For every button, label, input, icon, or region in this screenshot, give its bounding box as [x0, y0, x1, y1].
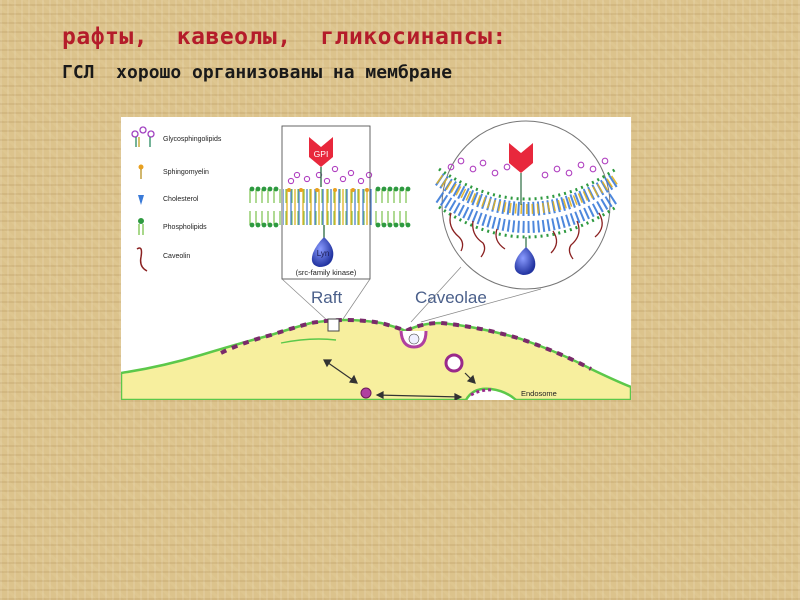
legend-label-sphingomyelin: Sphingomyelin: [163, 169, 209, 176]
caveolae-label: Caveolae: [415, 288, 487, 307]
raft-callout-box: [281, 125, 371, 280]
raft-label: Raft: [311, 288, 342, 307]
cholesterol-icon: [138, 195, 144, 205]
phospholipid-icon: [138, 218, 144, 235]
slide-title: рафты, кавеолы, гликосинапсы:: [62, 24, 507, 50]
legend-label-cholesterol: Cholesterol: [163, 196, 199, 203]
caveolae-membrane-zoom: [410, 120, 620, 323]
lyn-kinase-shape: [311, 237, 334, 267]
caveolae-lyn-shape: [514, 247, 536, 275]
legend-label-phospholipids: Phospholipids: [163, 224, 207, 231]
lipid-raft-diagram: Glycosphingolipids Sphingomyelin Cholest…: [121, 120, 631, 400]
cell-fill: [121, 318, 631, 400]
legend: Glycosphingolipids Sphingomyelin Cholest…: [131, 126, 222, 272]
slide-subtitle: ГСЛ хорошо организованы на мембране: [62, 62, 453, 83]
kinase-label: (src-family kinase): [296, 268, 357, 277]
membrane-raft-marks: [220, 318, 592, 371]
glycosphingolipid-icon: [131, 126, 155, 147]
lipid-raft-figure: Glycosphingolipids Sphingomyelin Cholest…: [121, 117, 631, 400]
legend-label-caveolin: Caveolin: [163, 253, 190, 260]
gpi-protein-shape: [309, 137, 333, 167]
raft-marker: [327, 318, 340, 332]
sphingomyelin-icon: [138, 164, 144, 179]
endosome-label: Endosome: [521, 389, 557, 398]
caveolar-vesicle: [444, 353, 464, 373]
gpi-label: GPI: [314, 149, 329, 159]
cell-body: [121, 318, 631, 400]
raft-vesicle: [360, 387, 372, 399]
caveolin-icon: [136, 247, 148, 272]
caveolae-gpi-shape: [509, 143, 533, 173]
legend-label-glycosphingolipids: Glycosphingolipids: [163, 136, 222, 143]
raft-membrane-zoom: GPI Lyn (src-family kinase): [249, 125, 411, 323]
lyn-label: Lyn: [317, 249, 330, 258]
